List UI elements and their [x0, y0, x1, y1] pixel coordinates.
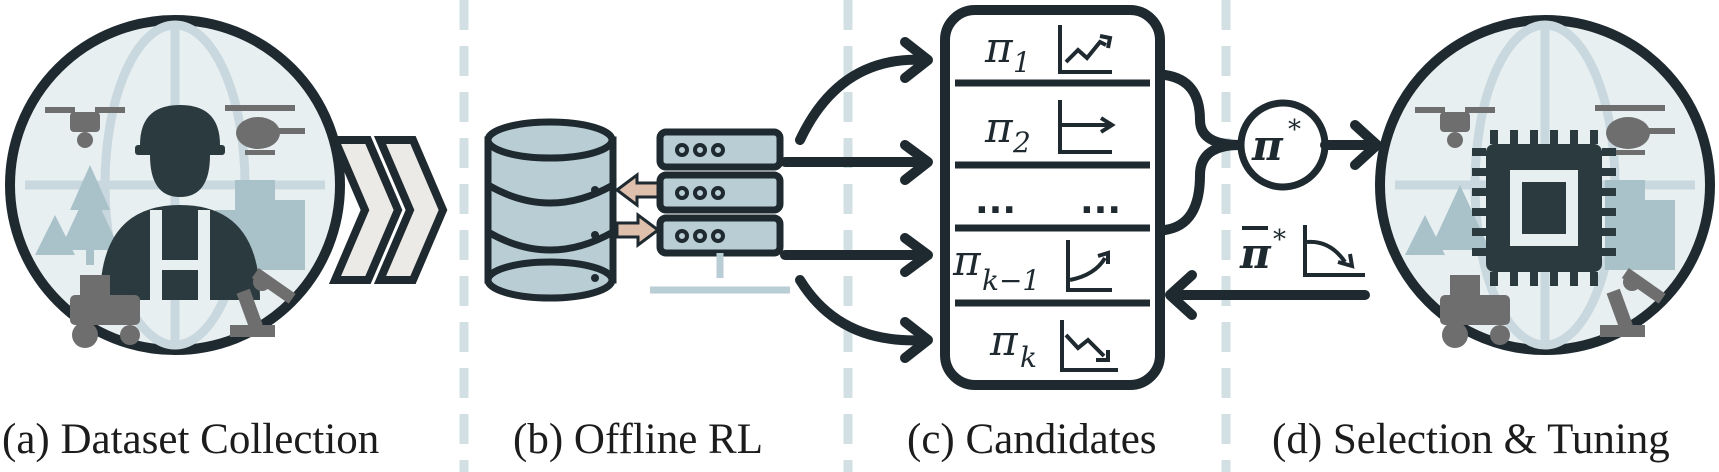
- helicopter-icon: [1595, 105, 1675, 155]
- candidate-k-pi: π: [989, 316, 1019, 365]
- drone-icon: [1415, 107, 1495, 148]
- caption-selection-tuning: (d) Selection & Tuning: [1272, 416, 1670, 463]
- selected-policy: π *: [1237, 99, 1329, 191]
- candidates-box: π 1 π 2 ... ... π k−1: [940, 5, 1165, 390]
- rising-curve-trend-icon: [1066, 240, 1112, 292]
- feedback-star: *: [1273, 225, 1286, 255]
- tractor-icon: [1440, 275, 1510, 348]
- feedback: π *: [1165, 225, 1370, 320]
- candidate-ellipsis: ... ...: [975, 181, 1121, 222]
- candidate-1: π 1: [984, 23, 1113, 79]
- dividers: [459, 0, 1231, 472]
- tractor-icon: [70, 275, 140, 348]
- merge-arrows: [1160, 70, 1245, 235]
- transfer-arrows-icon: [614, 172, 661, 248]
- caption-offline-rl: (b) Offline RL: [513, 416, 763, 463]
- candidate-k-1-sub: k−1: [982, 264, 1040, 297]
- branch-arrows: [780, 37, 933, 363]
- falling-zigzag-trend-icon: [1060, 320, 1118, 372]
- candidate-k-minus-1: π k−1: [952, 236, 1112, 297]
- feedback-arrow: [1165, 270, 1370, 320]
- selected-star: *: [1288, 115, 1301, 145]
- server-icon: [650, 128, 790, 294]
- candidate-k: π k: [989, 316, 1118, 374]
- feedback-pi: π: [1239, 229, 1272, 278]
- candidate-1-sub: 1: [1013, 46, 1031, 79]
- trees-icon: [35, 165, 120, 265]
- robot-arm-icon: [230, 268, 296, 337]
- candidate-k-1-pi: π: [952, 236, 982, 285]
- flat-arrow-trend-icon: [1058, 100, 1116, 154]
- robot-arm-icon: [1600, 268, 1666, 337]
- caption-dataset-collection: (a) Dataset Collection: [2, 416, 380, 463]
- candidate-2: π 2: [984, 100, 1116, 159]
- ellipsis-left: ...: [975, 181, 1016, 222]
- buildings-icon: [1605, 180, 1675, 270]
- candidate-2-sub: 2: [1012, 126, 1031, 159]
- deployment-globe: [1375, 15, 1715, 355]
- dataset-globe: [5, 15, 345, 355]
- to-deployment-arrow: [1320, 120, 1382, 170]
- worker-icon: [100, 105, 260, 300]
- chevron-arrows-icon: [328, 136, 448, 284]
- database-icon: [484, 118, 617, 302]
- falling-curve-trend-icon: [1303, 225, 1365, 277]
- selected-pi: π: [1251, 121, 1284, 170]
- candidate-1-pi: π: [984, 23, 1014, 72]
- caption-candidates: (c) Candidates: [907, 416, 1157, 463]
- candidate-2-pi: π: [984, 103, 1014, 152]
- drone-icon: [45, 107, 125, 148]
- chip-icon: [1472, 130, 1616, 286]
- rising-zigzag-trend-icon: [1058, 25, 1113, 74]
- candidate-k-sub: k: [1020, 341, 1037, 374]
- helicopter-icon: [225, 105, 305, 155]
- ellipsis-right: ...: [1080, 181, 1121, 222]
